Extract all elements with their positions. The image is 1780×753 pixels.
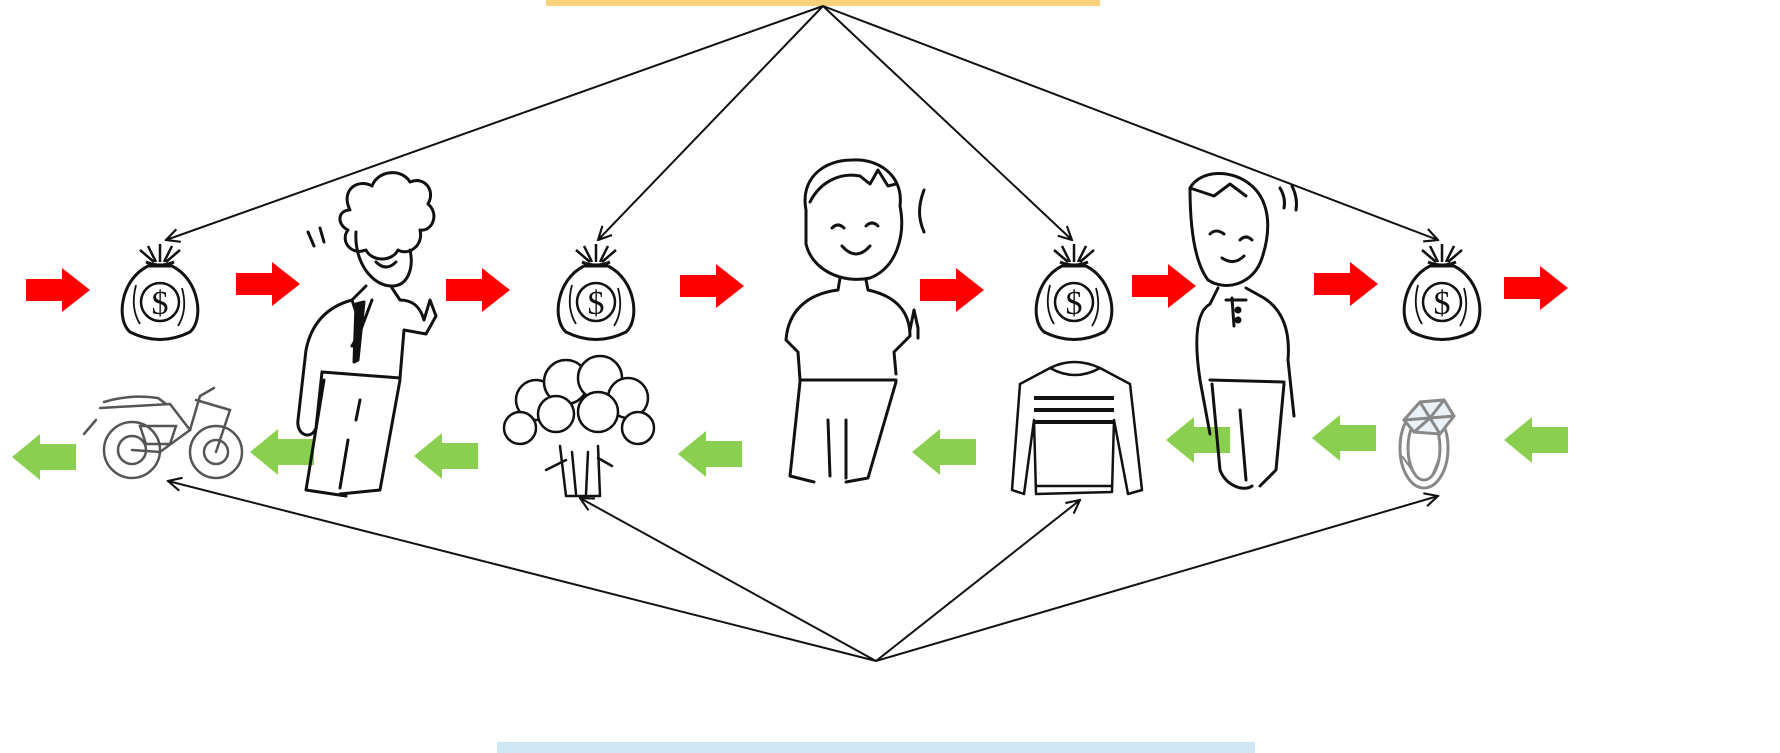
- money-flow-arrow: [920, 268, 984, 312]
- svg-text:$: $: [588, 285, 605, 322]
- money-flow-arrow: [26, 268, 90, 312]
- money-flow-arrow: [236, 262, 300, 306]
- money-flow-arrow: [1504, 266, 1568, 310]
- svg-text:$: $: [1066, 285, 1083, 322]
- person-shy-icon: [1188, 172, 1298, 490]
- connector-bottom-to-sweater: [875, 500, 1080, 662]
- ring-icon: [1398, 398, 1456, 490]
- connector-bottom-to-broccoli: [580, 498, 877, 662]
- connector-top-to-bag-4: [822, 5, 1438, 240]
- bottom-connectors: [168, 481, 1438, 662]
- person-smiling-icon: [784, 158, 926, 484]
- money-bag-icon: $: [1034, 242, 1114, 341]
- goods-flow-arrow: [414, 433, 478, 479]
- top-connectors: [166, 5, 1438, 240]
- svg-text:$: $: [1434, 285, 1451, 322]
- person-curly-hair-icon: [296, 171, 438, 498]
- goods-flow-arrow: [912, 429, 976, 475]
- money-bag-icon: $: [120, 242, 200, 341]
- money-flow-arrow: [446, 268, 510, 312]
- motorcycle-icon: [82, 386, 244, 480]
- money-flow-arrow: [680, 264, 744, 308]
- goods-flow-arrow: [12, 434, 76, 480]
- connector-top-to-bag-2: [598, 5, 824, 240]
- broccoli-icon: [502, 354, 656, 498]
- money-bag-icon: $: [1402, 242, 1482, 341]
- goods-flow-arrow: [1504, 417, 1568, 463]
- connector-top-to-bag-3: [822, 5, 1072, 240]
- svg-text:$: $: [152, 285, 169, 322]
- money-flow-arrow: [1314, 262, 1378, 306]
- goods-flow-arrow: [678, 431, 742, 477]
- connector-top-to-bag-1: [166, 5, 824, 240]
- top-box: [546, 0, 1100, 6]
- goods-flow-arrow: [1166, 417, 1230, 463]
- goods-flow-arrow: [1312, 415, 1376, 461]
- money-flow-arrow: [1132, 264, 1196, 308]
- connector-bottom-to-motorcycle: [168, 481, 877, 662]
- sweater-icon: [1010, 360, 1144, 496]
- connector-bottom-to-ring: [875, 496, 1438, 662]
- money-bag-icon: $: [556, 242, 636, 341]
- bottom-box: [497, 742, 1255, 753]
